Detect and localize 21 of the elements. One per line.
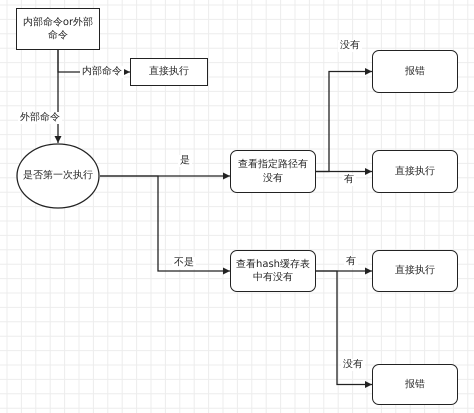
edge-label: 不是 [172,257,196,269]
edge-label: 是 [178,155,192,167]
edge-label: 有 [342,174,356,186]
process-box: 直接执行 [372,150,458,193]
arrow [100,175,230,274]
process-box: 查看hash缓存表中有没有 [230,250,316,292]
edge-label: 有 [344,256,358,268]
command-box: 内部命令or外部命令 [16,8,100,50]
process-box: 报错 [372,50,458,93]
command-box: 直接执行 [130,58,208,86]
process-box: 报错 [372,364,458,405]
process-box: 直接执行 [372,250,458,292]
edge-label: 没有 [338,40,362,52]
arrow [316,168,372,175]
edge-label: 外部命令 [18,112,62,124]
edge-label: 内部命令 [80,66,124,78]
arrow [316,270,372,388]
arrow [54,50,62,143]
edge-label: 没有 [341,359,365,371]
process-box: 查看指定路径有没有 [230,150,316,193]
decision-ellipse: 是否第一次执行 [16,143,100,209]
